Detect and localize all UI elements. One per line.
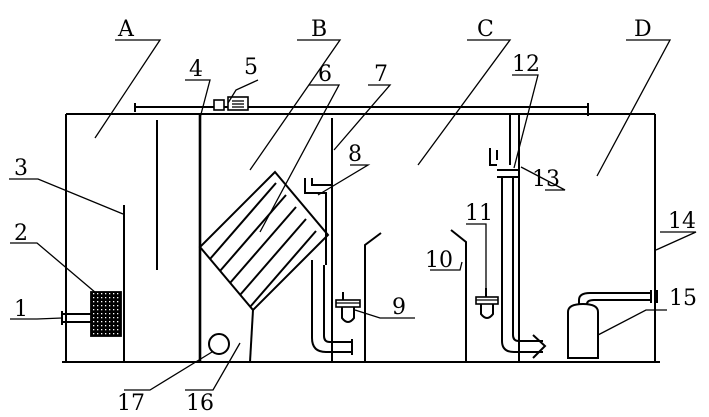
tank-outline [62, 113, 660, 363]
part-label-13: 13 [532, 167, 560, 192]
part-label-3: 3 [14, 156, 28, 181]
baffle-10 [450, 229, 467, 362]
part-label-16: 16 [186, 391, 214, 416]
valve-5 [213, 96, 249, 111]
part-label-9: 9 [392, 295, 406, 320]
leader-lines [9, 39, 697, 391]
part-label-15: 15 [669, 286, 697, 311]
hopper-wall-16 [249, 309, 254, 363]
part-label-6: 6 [318, 62, 332, 87]
sludge-pipe-17 [208, 333, 230, 355]
zone-label-b: B [311, 17, 327, 42]
aerator-9 [335, 292, 361, 323]
part-label-8: 8 [348, 142, 362, 167]
part-label-4: 4 [189, 57, 203, 82]
part-label-17: 17 [117, 391, 145, 416]
baffle-c-left [364, 232, 382, 362]
part-label-11: 11 [465, 201, 493, 226]
zone-label-a: A [117, 17, 135, 42]
zone-label-d: D [634, 17, 652, 42]
part-label-10: 10 [425, 248, 453, 273]
filter-screen-2 [90, 291, 122, 337]
top-pipe [134, 103, 589, 116]
transfer-pipe-b-c [311, 260, 353, 355]
part-label-2: 2 [14, 221, 28, 246]
collection-trough-8 [304, 178, 332, 265]
outlet-pipe-13 [501, 177, 547, 359]
collector-15 [567, 290, 658, 359]
part-label-7: 7 [374, 62, 388, 87]
zone-label-c: C [477, 17, 494, 42]
part-label-12: 12 [512, 52, 540, 77]
part-label-1: 1 [14, 297, 28, 322]
trough-12 [489, 148, 519, 178]
aerator-11 [475, 288, 499, 319]
part-label-5: 5 [244, 55, 258, 80]
part-label-14: 14 [668, 209, 696, 234]
inclined-plate-pack-6 [198, 170, 330, 312]
